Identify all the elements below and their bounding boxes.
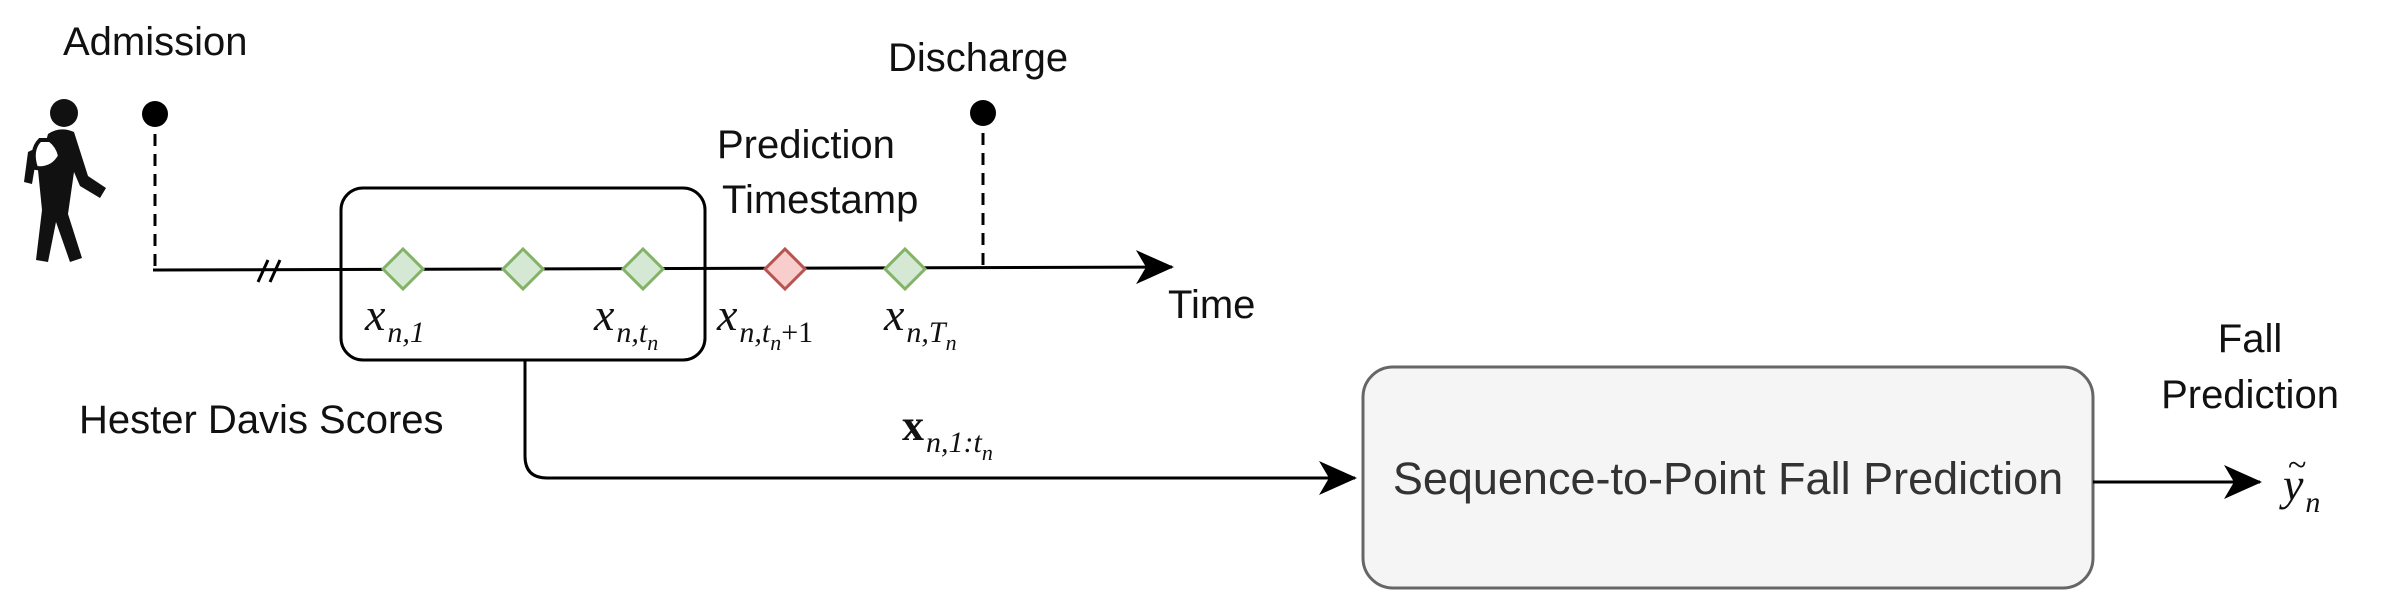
admission-label: Admission xyxy=(63,20,248,64)
time-axis-label: Time xyxy=(1168,283,1255,327)
x-n-Tn-label: xn,Tn xyxy=(883,289,957,355)
model-box-label: Sequence-to-Point Fall Prediction xyxy=(1393,453,2063,504)
future-score-marker xyxy=(882,246,928,292)
x-n-tn-plus-1-label: xn,tn+1 xyxy=(716,289,813,355)
patient-walking-icon xyxy=(24,99,106,262)
timeline-break-mark xyxy=(256,259,282,283)
prediction-timestamp-label-line2: Timestamp xyxy=(722,178,918,222)
discharge-label: Discharge xyxy=(888,36,1068,80)
y-tilde-label: yn xyxy=(2279,459,2320,519)
observed-score-marker xyxy=(380,246,426,292)
x-n-1-label: xn,1 xyxy=(364,289,425,349)
observed-score-marker xyxy=(620,246,666,292)
x-sequence-label: xn,1:tn xyxy=(902,401,993,465)
fall-prediction-label-line2: Prediction xyxy=(2161,373,2339,417)
observed-score-marker xyxy=(500,246,546,292)
sequence-to-point-model-box: Sequence-to-Point Fall Prediction xyxy=(1361,365,2095,590)
sequence-input-arrow xyxy=(523,360,1357,495)
fall-prediction-label-line1: Fall xyxy=(2218,317,2282,361)
prediction-timestamp-label-line1: Prediction xyxy=(717,123,895,167)
observed-window-box xyxy=(339,186,707,362)
prediction-target-marker xyxy=(762,246,808,292)
discharge-pin xyxy=(970,100,996,268)
y-tilde-accent: ~ xyxy=(2288,447,2306,484)
hester-davis-scores-label: Hester Davis Scores xyxy=(79,398,444,442)
admission-pin xyxy=(142,101,168,270)
x-n-tn-label: xn,tn xyxy=(593,289,658,355)
